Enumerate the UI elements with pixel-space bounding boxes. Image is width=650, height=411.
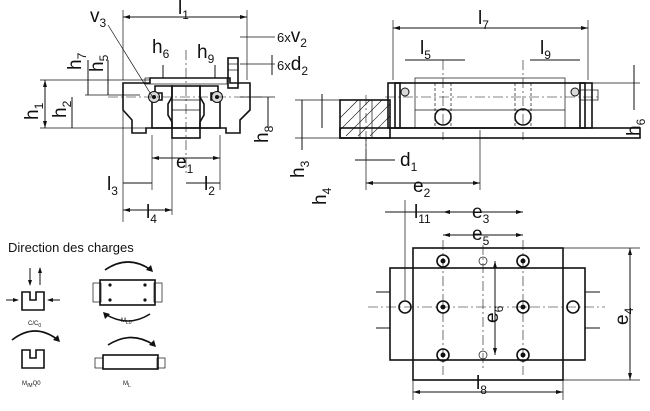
dim-v2: 6xv2 xyxy=(277,26,307,50)
dim-d1: d1 xyxy=(400,150,418,174)
dim-e3: e3 xyxy=(472,202,490,226)
dim-l8: l8 xyxy=(476,373,487,397)
section-block xyxy=(339,99,391,139)
side-view xyxy=(295,20,641,190)
dim-l5: l5 xyxy=(420,38,431,62)
dim-h1: h1 xyxy=(22,102,46,120)
load-case-ml xyxy=(94,336,166,370)
dim-l4: l4 xyxy=(146,202,157,226)
dim-e2: e2 xyxy=(413,176,431,200)
top-carriage-body xyxy=(412,247,564,381)
dim-e1: e1 xyxy=(176,152,194,176)
dim-l7: l7 xyxy=(478,8,489,32)
dim-h8: h8 xyxy=(252,125,276,143)
top-view xyxy=(368,200,640,400)
load-case-mq xyxy=(11,330,60,369)
dim-v3: v3 xyxy=(90,6,107,30)
dim-l11: l11 xyxy=(414,202,431,226)
dim-l9: l9 xyxy=(540,38,551,62)
load-case-force xyxy=(6,267,60,311)
dim-h9: h9 xyxy=(197,42,215,66)
dim-d2: 6xd2 xyxy=(277,54,308,78)
dim-l2: l2 xyxy=(204,174,215,198)
load-section-title: Direction des charges xyxy=(8,240,134,255)
dim-l3: l3 xyxy=(107,174,118,198)
dim-h6-front: h6 xyxy=(152,37,170,61)
load-label-ml0: ML0 xyxy=(121,318,132,326)
load-case-ml0 xyxy=(92,261,163,322)
dim-e4: e4 xyxy=(612,307,636,325)
dim-l1: l1 xyxy=(178,0,189,22)
mounting-stud xyxy=(227,57,239,89)
load-label-mq: M/MQ0 xyxy=(22,381,41,389)
load-label-ml: ML xyxy=(123,381,131,389)
dim-h6-side: h6 xyxy=(624,118,648,136)
dim-h2: h2 xyxy=(50,100,74,118)
dim-h7: h7 xyxy=(65,52,89,70)
mounting-holes xyxy=(398,254,580,362)
side-rail xyxy=(339,127,641,139)
dim-h4: h4 xyxy=(310,187,334,205)
side-carriage xyxy=(394,82,586,129)
dim-e5: e5 xyxy=(472,224,490,248)
load-label-c: C/C0 xyxy=(28,321,41,329)
front-view xyxy=(40,10,275,222)
dim-e6: e6 xyxy=(482,305,506,323)
dim-h3: h3 xyxy=(288,160,312,178)
dim-h5: h5 xyxy=(87,54,111,72)
